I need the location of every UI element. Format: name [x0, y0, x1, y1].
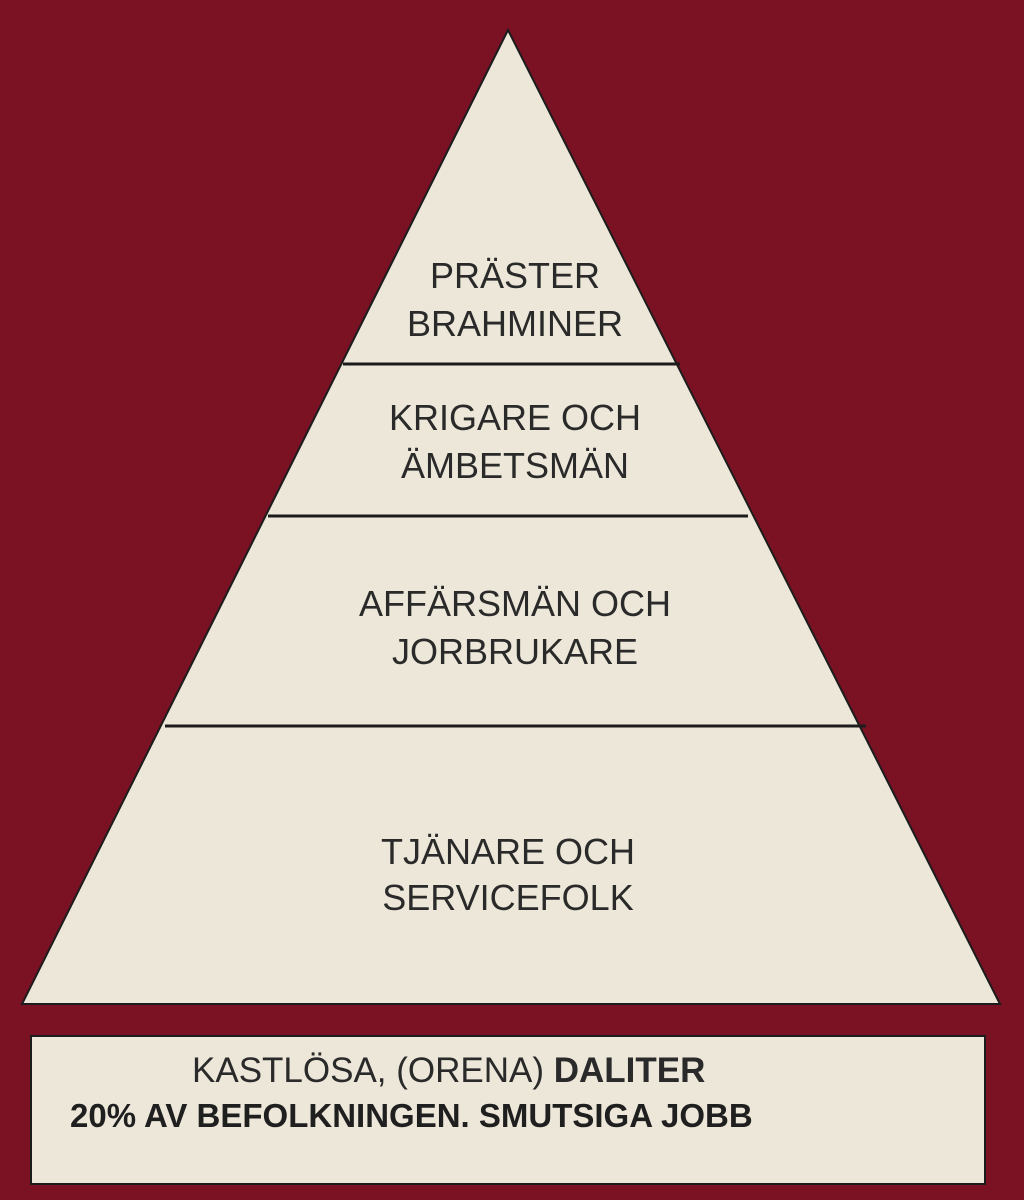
tier-2-label-line2: ÄMBETSMÄN [401, 445, 629, 486]
tier-4-label-line2: SERVICEFOLK [382, 877, 633, 918]
tier-3-label-line2: JORBRUKARE [392, 631, 638, 672]
tier-1-label-line2: BRAHMINER [407, 303, 623, 344]
dalit-base-box: KASTLÖSA, (ORENA) DALITER 20% AV BEFOLKN… [30, 1035, 986, 1185]
tier-1-label-line1: PRÄSTER [430, 255, 600, 296]
base-subtitle: 20% AV BEFOLKNINGEN. SMUTSIGA JOBB [70, 1097, 753, 1134]
tier-3-label-line1: AFFÄRSMÄN OCH [359, 583, 671, 624]
base-title: KASTLÖSA, (ORENA) DALITER [192, 1051, 705, 1091]
base-title-normal: KASTLÖSA, (ORENA) [192, 1051, 554, 1090]
base-box-fill [30, 1035, 986, 1185]
tier-4-label-line1: TJÄNARE OCH [381, 831, 635, 872]
base-title-bold: DALITER [553, 1051, 706, 1090]
tier-2-label-line1: KRIGARE OCH [389, 397, 641, 438]
